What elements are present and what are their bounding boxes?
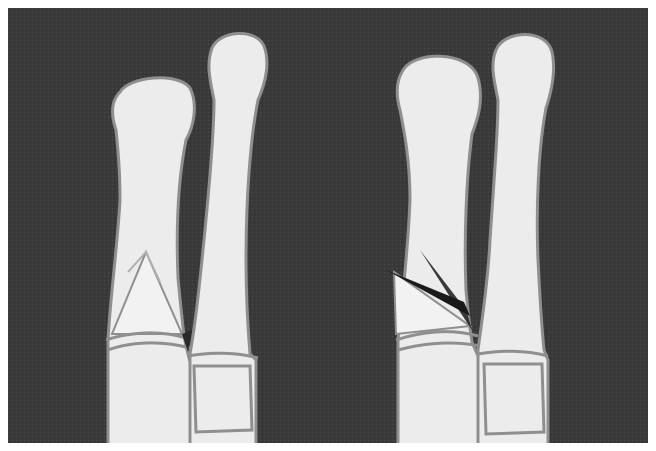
figure-canvas [0,0,656,451]
illustration [0,0,656,451]
